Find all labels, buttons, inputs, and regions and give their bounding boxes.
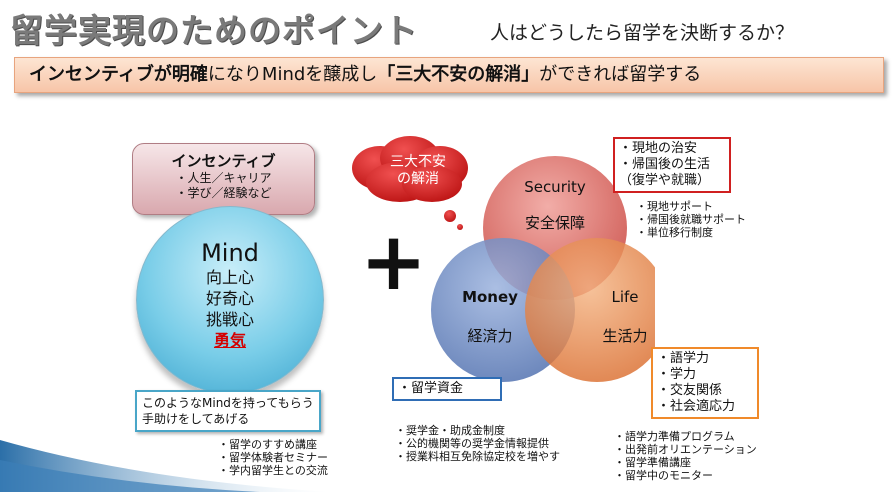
- mind-highlight: 勇気: [213, 331, 246, 350]
- cloud-line-1: 三大不安: [390, 154, 446, 170]
- security-label: Security: [524, 178, 586, 196]
- list-item: ・交友関係: [657, 383, 723, 398]
- page-subtitle: 人はどうしたら留学を決断するか？: [490, 22, 795, 44]
- list-item: ・現地の治安: [619, 141, 698, 156]
- mind-item: 好奇心: [205, 289, 254, 308]
- cloud-text: 三大不安 の解消: [373, 154, 463, 188]
- incentive-box: インセンティブ ・人生／キャリア ・学び／経験など: [132, 143, 315, 215]
- list-item: （復学や就職）: [619, 173, 711, 188]
- life-support-list: ・語学力準備プログラム ・出発前オリエンテーション ・留学準備講座 ・留学中のモ…: [614, 430, 757, 482]
- banner-part-2: になりMindを醸成し: [207, 64, 378, 85]
- life-concerns-box: ・語学力 ・学力 ・交友関係 ・社会適応力: [651, 347, 759, 419]
- mind-support-box: このようなMindを持ってもらう手助けをしてあげる: [135, 390, 321, 432]
- list-item: ・留学体験者セミナー: [218, 451, 328, 464]
- money-support-list: ・奨学金・助成金制度 ・公的機関等の奨学金情報提供 ・授業料相互免除協定校を増や…: [395, 424, 560, 463]
- security-concerns-box: ・現地の治安 ・帰国後の生活 （復学や就職）: [613, 137, 731, 193]
- banner-part-1: インセンティブが明確: [29, 64, 208, 85]
- background-swoosh: [0, 440, 330, 492]
- incentive-title: インセンティブ: [171, 152, 276, 170]
- thought-cloud: [352, 136, 468, 230]
- list-item: ・現地サポート: [636, 200, 713, 213]
- list-item: ・留学準備講座: [614, 456, 691, 469]
- mind-item: 挑戦心: [205, 310, 254, 329]
- list-item: ・留学のすすめ講座: [218, 438, 317, 451]
- list-item: ・帰国後の生活: [619, 157, 711, 172]
- mind-item: 向上心: [205, 268, 254, 287]
- mind-support-list: ・留学のすすめ講座 ・留学体験者セミナー ・学内留学生との交流: [218, 438, 328, 477]
- list-item: ・奨学金・助成金制度: [395, 424, 505, 437]
- list-item: ・学内留学生との交流: [218, 464, 328, 477]
- plus-sign: +: [360, 215, 428, 308]
- money-concern-box: ・留学資金: [392, 377, 502, 401]
- list-item: ・帰国後就職サポート: [636, 213, 746, 226]
- list-item: ・学力: [657, 367, 697, 382]
- list-item: ・授業料相互免除協定校を増やす: [395, 450, 560, 463]
- mind-circle: Mind 向上心 好奇心 挑戦心 勇気: [136, 206, 324, 394]
- security-support-list: ・現地サポート ・帰国後就職サポート ・単位移行制度: [636, 200, 746, 239]
- money-sub: 経済力: [467, 327, 513, 345]
- banner-part-3: 「三大不安の解消」: [377, 64, 540, 85]
- list-item: ・語学力準備プログラム: [614, 430, 735, 443]
- money-label: Money: [462, 288, 518, 306]
- incentive-item: ・学び／経験など: [175, 186, 272, 200]
- life-sub: 生活力: [602, 327, 648, 345]
- key-message-banner: インセンティブが明確になりMindを醸成し「三大不安の解消」ができれば留学する: [14, 57, 884, 93]
- incentive-item: ・人生／キャリア: [175, 171, 272, 185]
- venn-diagram: [431, 156, 655, 382]
- mind-title: Mind: [201, 239, 259, 267]
- list-item: ・単位移行制度: [636, 226, 713, 239]
- life-label: Life: [611, 288, 639, 306]
- cloud-line-2: の解消: [397, 171, 439, 187]
- list-item: ・公的機関等の奨学金情報提供: [395, 437, 549, 450]
- page-title: 留学実現のためのポイント: [10, 11, 418, 50]
- banner-part-4: ができれば留学する: [539, 64, 702, 85]
- security-sub: 安全保障: [524, 214, 585, 232]
- list-item: ・出発前オリエンテーション: [614, 443, 757, 456]
- list-item: ・語学力: [657, 351, 710, 366]
- list-item: ・社会適応力: [657, 399, 736, 414]
- list-item: ・留学中のモニター: [614, 469, 713, 482]
- life-circle: [525, 238, 655, 382]
